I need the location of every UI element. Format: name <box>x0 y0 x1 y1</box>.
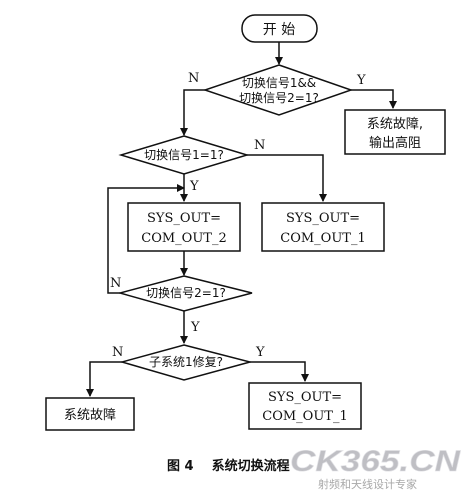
fault-output-highz-box <box>344 109 446 155</box>
sys-out-com1-bottom-box <box>248 382 362 430</box>
edge-d1-yes <box>351 89 397 109</box>
edge-d2-no <box>247 154 327 202</box>
edge-d1-no <box>180 89 205 136</box>
watermark-logo: CK365.CN 射频和天线设计专家 <box>290 445 462 491</box>
fault-top-line2: 输出高阻 <box>369 135 421 151</box>
fault-bottom-box <box>45 397 135 431</box>
decision-subsystem-repaired-label: 子系统1修复? <box>149 354 223 369</box>
decision-both-signals-line2: 切换信号2=1? <box>239 91 319 105</box>
decision-signal1-label: 切换信号1=1? <box>144 148 224 162</box>
d1-no-label: N <box>188 71 199 86</box>
box-bottom-line1: SYS_OUT= <box>268 390 342 405</box>
d4-no-label: N <box>112 345 123 360</box>
decision-signal2-label: 切换信号2=1? <box>146 286 226 300</box>
box-left-line1: SYS_OUT= <box>147 211 221 226</box>
box-right-line1: SYS_OUT= <box>286 211 360 226</box>
d2-yes-label: Y <box>189 179 199 194</box>
edge-d3-no-loop <box>107 184 185 294</box>
d4-yes-label: Y <box>255 345 265 360</box>
fault-top-line1: 系统故障, <box>367 117 423 132</box>
decision-both-signals-line1: 切换信号1&& <box>242 76 316 90</box>
figure-caption: 图 4 系统切换流程 <box>167 458 290 474</box>
sys-out-com2-box <box>127 202 241 252</box>
d1-yes-label: Y <box>356 73 366 88</box>
d3-yes-label: Y <box>190 320 200 335</box>
watermark-tagline: 射频和天线设计专家 <box>318 477 417 491</box>
edge-d4-no <box>86 361 122 397</box>
box-bottom-line2: COM_OUT_1 <box>262 409 347 424</box>
start-label: 开 始 <box>263 22 295 38</box>
d3-no-label: N <box>110 276 121 291</box>
decision-subsystem-repaired <box>119 344 253 381</box>
box-left-line2: COM_OUT_2 <box>141 231 226 246</box>
d2-no-label: N <box>254 138 265 153</box>
decision-both-signals <box>202 64 354 116</box>
edge-d4-yes <box>250 361 309 382</box>
sys-out-com1-box <box>261 202 385 252</box>
watermark-logo-text: CK365.CN <box>290 445 462 478</box>
box-right-line2: COM_OUT_1 <box>280 231 365 246</box>
fault-bottom-label: 系统故障 <box>64 408 116 423</box>
